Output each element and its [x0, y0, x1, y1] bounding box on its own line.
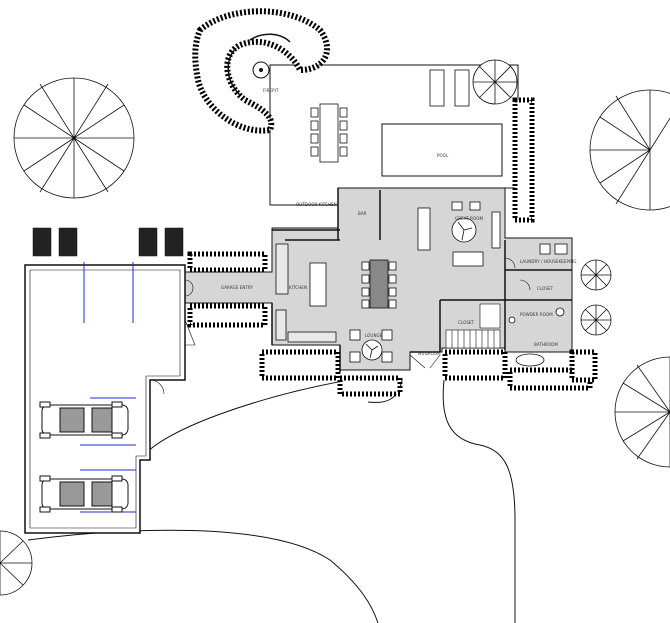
tree-icon — [580, 259, 612, 291]
door-swings — [149, 257, 531, 395]
pool-loungers — [429, 59, 518, 107]
outdoor-dining-table — [310, 103, 348, 163]
tree-icon — [614, 356, 670, 468]
room-label-garage-entry: GARAGE ENTRY — [221, 285, 254, 290]
room-label-pool: POOL — [437, 153, 449, 158]
room-label-closet-2: CLOSET — [537, 286, 554, 291]
stairs — [445, 303, 501, 349]
room-label-mudroom: MUDROOM — [418, 351, 441, 356]
kitchen-fixtures — [275, 243, 337, 343]
room-label-laundry: LAUNDRY / HOUSEKEEPING — [520, 259, 577, 264]
room-label-powder-room: POWDER ROOM — [520, 312, 553, 317]
garage-blue-lines — [80, 262, 136, 513]
room-label-outdoor-kitchen: OUTDOOR KITCHEN — [296, 202, 337, 207]
firepit-hedge — [192, 8, 331, 134]
interior-walls — [271, 188, 572, 372]
car-icon — [39, 401, 129, 439]
tree-icon — [589, 89, 670, 211]
dining-table — [361, 259, 397, 309]
room-label-kitchen: KITCHEN — [289, 285, 308, 290]
tree-icon — [580, 304, 612, 336]
tree-icon — [0, 530, 33, 596]
room-label-lounge: LOUNGE — [365, 333, 383, 338]
solar-panels — [32, 227, 184, 257]
room-label-bar: BAR — [358, 211, 367, 216]
house-hedges — [187, 97, 598, 397]
great-room-furniture — [417, 201, 501, 267]
tree-icon — [13, 77, 135, 199]
room-label-bathroom: BATHROOM — [534, 342, 558, 347]
garage — [24, 264, 186, 534]
pool — [381, 123, 503, 177]
car-icon — [39, 475, 129, 513]
lounge-furniture — [349, 329, 393, 363]
room-label-closet: CLOSET — [458, 320, 475, 325]
room-label-great-room: GREAT ROOM — [455, 216, 484, 221]
room-label-firepit: FIREPIT — [263, 88, 279, 93]
bath-fixtures — [508, 243, 568, 367]
